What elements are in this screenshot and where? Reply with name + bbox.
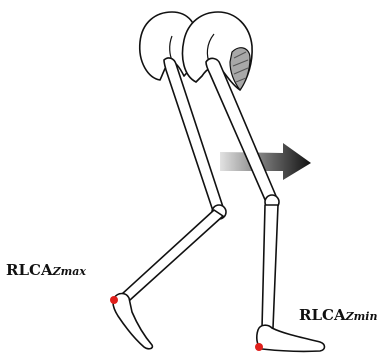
rlca-zmin-main: RLCA [299,306,346,324]
left-foot [113,294,152,349]
left-tibia [122,210,223,300]
right-foot [257,325,325,351]
rlca-zmax-sub: Zmax [53,265,86,278]
rlca-zmax-marker [110,296,118,304]
rlca-zmin-sub: Zmin [346,310,378,323]
right-tibia [262,205,278,328]
rlca-zmax-main: RLCA [6,261,53,279]
rlca-zmin-marker [255,343,263,351]
rlca-zmin-label: RLCAZmin [299,307,377,323]
rlca-zmax-label: RLCAZmax [6,262,86,278]
